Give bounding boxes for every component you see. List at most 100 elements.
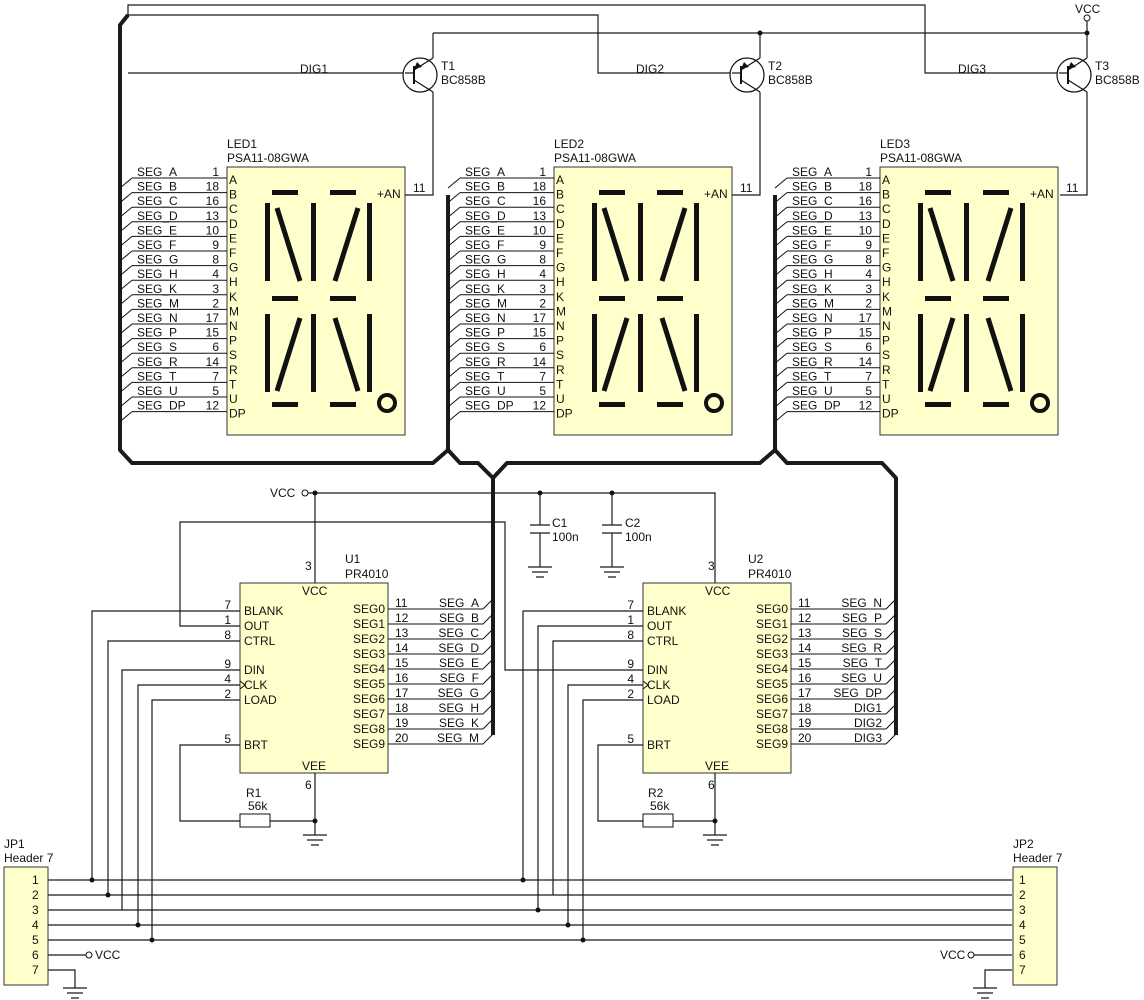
led-pin-letter: U [229, 392, 238, 406]
led-pin-net: SEG_A [137, 165, 177, 179]
led-pin-num: 3 [539, 282, 546, 296]
led-pin-num: 6 [865, 340, 872, 354]
bus-entry [119, 352, 133, 364]
vcc-label-u1: VCC [270, 486, 296, 500]
led-pin-net: SEG_S [137, 340, 177, 354]
led-pin-letter: R [556, 363, 565, 377]
header-pin-num: 4 [32, 918, 39, 932]
led-pin-num: 12 [533, 399, 547, 413]
led-pin-letter: U [556, 392, 565, 406]
driver-pin-num: 2 [627, 687, 634, 701]
transistor-collector [740, 79, 761, 93]
led-diagonal-segment [659, 317, 688, 392]
bus-entry [885, 613, 897, 625]
led-pin-num: 1 [865, 165, 872, 179]
led-diagonal-segment [332, 207, 361, 282]
driver-pin-num: 14 [395, 641, 409, 655]
driver-pin-num: 11 [798, 596, 811, 610]
header-pin-num: 6 [1019, 948, 1026, 962]
led-diagonal-segment [601, 207, 630, 282]
driver-vee-label: VEE [705, 759, 729, 773]
led-pin-net: SEG_K [465, 282, 505, 296]
led-pin-num: 1 [539, 165, 546, 179]
led-pin-net: SEG_R [465, 355, 506, 369]
driver-out-net: SEG_T [843, 656, 883, 670]
led-segment [265, 314, 270, 392]
header-pin-num: 5 [32, 933, 39, 947]
driver-out-net: SEG_A [439, 596, 479, 610]
bus-entry [119, 265, 133, 276]
driver-pin-num: 14 [798, 641, 812, 655]
led-segment [272, 296, 298, 301]
bus-entry [774, 206, 788, 218]
bus-entry [482, 628, 494, 640]
led-pin-num: 14 [206, 355, 220, 369]
bus-entry [119, 221, 133, 233]
led-pin-net: SEG_H [792, 267, 833, 281]
led-segment [265, 203, 270, 281]
led-pin-net: SEG_S [792, 340, 832, 354]
header-part: Header 7 [4, 851, 54, 865]
driver-pin-num: 8 [627, 628, 634, 642]
driver-pin-name: SEG9 [756, 737, 788, 751]
header-pin-num: 3 [1019, 903, 1026, 917]
bus-entry [482, 718, 494, 730]
header-part: Header 7 [1013, 851, 1063, 865]
led-pin-net: SEG_U [137, 384, 178, 398]
led-pin-letter: G [882, 261, 891, 275]
transistor-ref: T1 [441, 59, 455, 73]
bus-entry [119, 294, 133, 306]
driver-out-net: SEG_M [437, 731, 479, 745]
led-pin-letter: G [556, 261, 565, 275]
led-pin-letter: M [556, 304, 566, 318]
bus-entry [447, 206, 461, 218]
driver-pin-name: BLANK [647, 604, 686, 618]
bus-entry [119, 206, 133, 218]
led-segment [918, 314, 923, 392]
led-segment [638, 314, 643, 392]
bus-entry [885, 673, 897, 685]
c2-value: 100n [625, 530, 652, 544]
bus-entry [447, 382, 461, 393]
led-ref: LED1 [227, 137, 257, 151]
led-pin-num: 15 [206, 326, 220, 340]
dig-net-label: DIG2 [636, 62, 664, 76]
led-pin-letter: U [882, 392, 891, 406]
led-pin-net: SEG_K [792, 282, 832, 296]
c2-ref: C2 [625, 516, 641, 530]
led-pin-num: 13 [859, 209, 873, 223]
led-pin-num: 2 [539, 296, 546, 310]
led-diagonal-segment [274, 207, 303, 282]
led-segment [657, 402, 683, 407]
led-anode-pin: 11 [740, 181, 753, 195]
led-segment [983, 296, 1009, 301]
bus-entry [447, 177, 461, 189]
led-part: PSA11-08GWA [880, 151, 962, 165]
bus-entry [447, 411, 461, 422]
led-pin-num: 6 [539, 340, 546, 354]
led-segment [983, 402, 1009, 407]
driver-vee-pin: 6 [708, 778, 715, 792]
c1-ref: C1 [552, 516, 568, 530]
r1-value: 56k [248, 799, 268, 813]
header-pin-num: 2 [1019, 888, 1026, 902]
led-pin-letter: T [556, 377, 564, 391]
driver-pin-num: 16 [798, 671, 812, 685]
led-anode-pin: 11 [413, 181, 426, 195]
clock-edge-icon [642, 680, 649, 690]
led-pin-net: SEG_P [792, 326, 832, 340]
led-pin-net: SEG_F [792, 238, 831, 252]
bus-entry [774, 250, 788, 262]
driver-pin-num: 4 [627, 672, 634, 686]
led-pin-letter: A [882, 173, 890, 187]
led-segment [1020, 314, 1025, 392]
led-anode-label: +AN [704, 187, 728, 201]
led-diagonal-segment [927, 207, 956, 282]
led-pin-net: SEG_D [137, 209, 178, 223]
led-pin-letter: B [229, 188, 237, 202]
bus-entry [447, 323, 461, 335]
led-pin-net: SEG_F [465, 238, 504, 252]
led-segment [694, 314, 699, 392]
c1-value: 100n [552, 530, 579, 544]
